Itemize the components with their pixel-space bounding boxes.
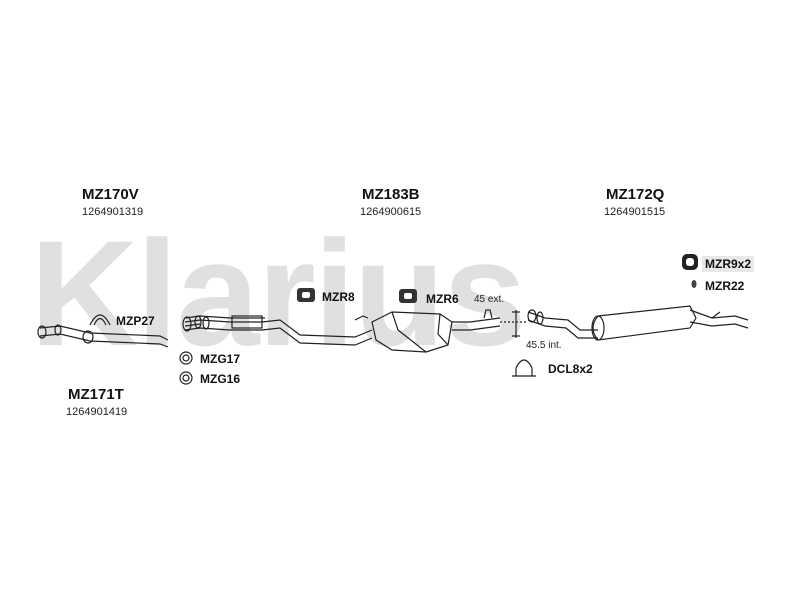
front-pipe-drawing (37, 324, 169, 348)
assembly-number-mz172q: 1264901515 (604, 206, 666, 218)
part-label-mzr22: MZR22 (705, 279, 745, 293)
dimension-external-label: 45 ext. (474, 294, 505, 305)
part-label-mzp27: MZP27 (116, 314, 155, 328)
middle-pipe-drawing (182, 315, 373, 346)
assembly-number-mz183b: 1264900615 (360, 206, 422, 218)
center-silencer-drawing (371, 309, 501, 353)
mzr22-mount-drawing (691, 280, 697, 288)
mzp27-clamp-drawing (89, 314, 111, 326)
mzg16-gasket-drawing (179, 371, 193, 385)
watermark-logo: Klarius (30, 228, 527, 358)
mzr9x2-mount-drawing (682, 254, 698, 270)
part-label-mzg16: MZG16 (200, 372, 241, 386)
dimension-marker (500, 310, 528, 338)
mzr6-mount-drawing (399, 289, 417, 303)
mzr8-mount-drawing (297, 288, 315, 302)
part-label-dcl8x2: DCL8x2 (548, 362, 593, 376)
dcl8x2-clamp-drawing (512, 359, 536, 377)
part-label-mzr9x2: MZR9x2 (702, 256, 755, 272)
dimension-internal-label: 45.5 int. (526, 340, 562, 351)
part-label-mzg17: MZG17 (200, 352, 241, 366)
assembly-code-mz183b: MZ183B (362, 186, 420, 203)
assembly-code-mz171t: MZ171T (68, 386, 124, 403)
part-label-mzr8: MZR8 (322, 290, 355, 304)
part-label-mzr6: MZR6 (426, 292, 459, 306)
rear-silencer-drawing (527, 305, 749, 341)
assembly-code-mz170v: MZ170V (82, 186, 139, 203)
assembly-code-mz172q: MZ172Q (606, 186, 665, 203)
assembly-number-mz170v: 1264901319 (82, 206, 144, 218)
mzg17-gasket-drawing (179, 351, 193, 365)
assembly-number-mz171t: 1264901419 (66, 406, 128, 418)
